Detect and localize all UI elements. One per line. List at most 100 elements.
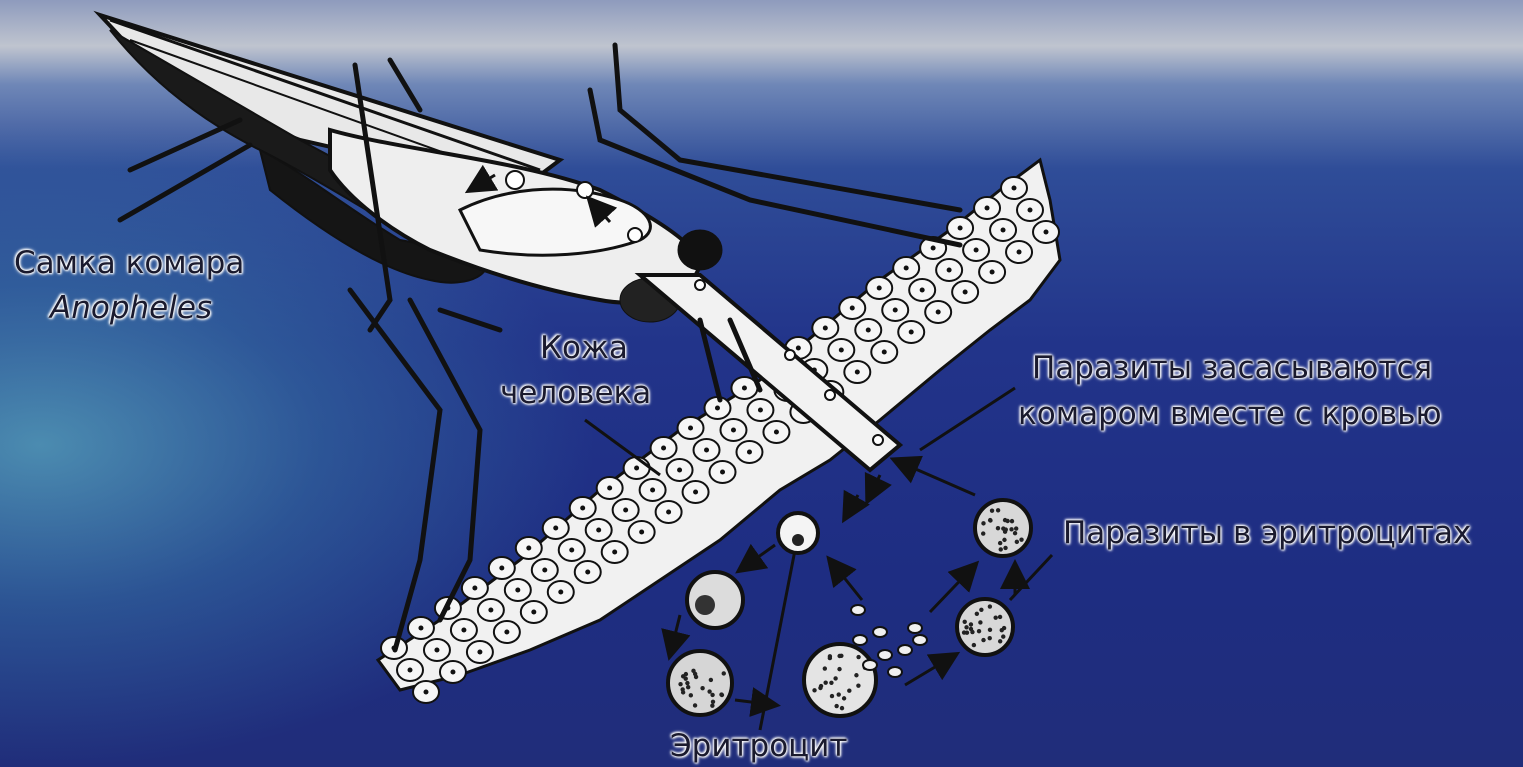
- parasite-dot: [1010, 519, 1014, 523]
- cell-nucleus: [677, 468, 682, 473]
- sucked-label: Паразиты засасываются: [1032, 350, 1432, 386]
- parasite-cell: [628, 228, 642, 242]
- cell-nucleus: [1012, 186, 1017, 191]
- parasite-dot: [823, 680, 827, 684]
- parasite-dot: [710, 703, 714, 707]
- parasite-dot: [977, 629, 981, 633]
- cell-nucleus: [920, 288, 925, 293]
- parasite-dot: [707, 689, 711, 693]
- cell-nucleus: [720, 470, 725, 475]
- parasite-dot: [1003, 518, 1007, 522]
- cell-nucleus: [877, 286, 882, 291]
- cell-nucleus: [1028, 208, 1033, 213]
- midgut: [460, 189, 650, 255]
- cell-nucleus: [758, 408, 763, 413]
- parasite-dot: [837, 667, 841, 671]
- cell-nucleus: [634, 466, 639, 471]
- parasite-dot: [685, 681, 689, 685]
- parasite-dot: [993, 615, 997, 619]
- parasite-dot: [981, 521, 985, 525]
- cell-nucleus: [904, 266, 909, 271]
- parasite-dot: [996, 508, 1000, 512]
- cell-nucleus: [936, 310, 941, 315]
- cell-nucleus: [823, 326, 828, 331]
- parasite-dot: [812, 688, 816, 692]
- cell-nucleus: [742, 386, 747, 391]
- blood-cell: [668, 651, 732, 715]
- cell-nucleus: [931, 246, 936, 251]
- parasite-dot: [834, 704, 838, 708]
- merozoite: [898, 645, 912, 655]
- parasite-dot: [996, 526, 1000, 530]
- parasite-dot: [830, 694, 834, 698]
- parasite-dot: [684, 676, 688, 680]
- cell-nucleus: [542, 568, 547, 573]
- cell-nucleus: [434, 648, 439, 653]
- parasite-dot: [681, 690, 685, 694]
- parasite-dot: [823, 666, 827, 670]
- parasite-cell: [506, 171, 524, 189]
- parasite-dot: [709, 678, 713, 682]
- mosquito-species-label: Anopheles: [50, 290, 212, 326]
- arrow: [670, 615, 680, 655]
- parasite-dot: [981, 638, 985, 642]
- parasite-dot: [720, 693, 724, 697]
- parasite-dot: [981, 531, 985, 535]
- merozoite: [878, 650, 892, 660]
- blood-cell: [778, 513, 818, 553]
- cell-nucleus: [693, 490, 698, 495]
- parasite-dot: [856, 683, 860, 687]
- parasite-dot: [964, 625, 968, 629]
- cell-nucleus: [893, 308, 898, 313]
- cell-nucleus: [882, 350, 887, 355]
- parasite-dot: [998, 615, 1002, 619]
- cell-nucleus: [974, 248, 979, 253]
- arrow: [895, 460, 975, 495]
- parasite-dot: [1009, 527, 1013, 531]
- cell-nucleus: [531, 610, 536, 615]
- merozoite: [863, 660, 877, 670]
- merozoite: [851, 605, 865, 615]
- parasite-dot: [1002, 538, 1006, 542]
- cell-nucleus: [461, 628, 466, 633]
- cell-nucleus: [623, 508, 628, 513]
- parasite-dot: [854, 673, 858, 677]
- cell-nucleus: [607, 486, 612, 491]
- arrow: [845, 495, 858, 518]
- parasite-dot: [840, 706, 844, 710]
- cell-nucleus: [418, 626, 423, 631]
- parasite-dot: [837, 654, 841, 658]
- arrow: [740, 545, 775, 570]
- cell-nucleus: [985, 206, 990, 211]
- parasite-dot: [829, 681, 833, 685]
- cell-nucleus: [612, 550, 617, 555]
- cell-nucleus: [958, 226, 963, 231]
- cell-nucleus: [424, 690, 429, 695]
- merozoite: [908, 623, 922, 633]
- cell-nucleus: [850, 306, 855, 311]
- parasite-dot: [1000, 628, 1004, 632]
- cell-nucleus: [408, 668, 413, 673]
- cell-nucleus: [504, 630, 509, 635]
- parasite-dot: [710, 693, 714, 697]
- cell-nucleus: [488, 608, 493, 613]
- parasite-dot: [1019, 537, 1023, 541]
- cell-nucleus: [715, 406, 720, 411]
- ring-parasite: [792, 534, 804, 546]
- cell-nucleus: [796, 346, 801, 351]
- merozoite: [873, 627, 887, 637]
- cell-nucleus: [963, 290, 968, 295]
- sucked-pointer: [920, 388, 1015, 450]
- parasite-dot: [678, 682, 682, 686]
- parasite-dot: [819, 684, 823, 688]
- parasite-dot: [722, 671, 726, 675]
- merozoites: [851, 605, 927, 677]
- cell-nucleus: [450, 670, 455, 675]
- cell-nucleus: [558, 590, 563, 595]
- parasite-dot: [962, 630, 966, 634]
- parasite-dot: [842, 696, 846, 700]
- cell-nucleus: [774, 430, 779, 435]
- parasite-dot: [1013, 531, 1017, 535]
- parasite-dot: [972, 643, 976, 647]
